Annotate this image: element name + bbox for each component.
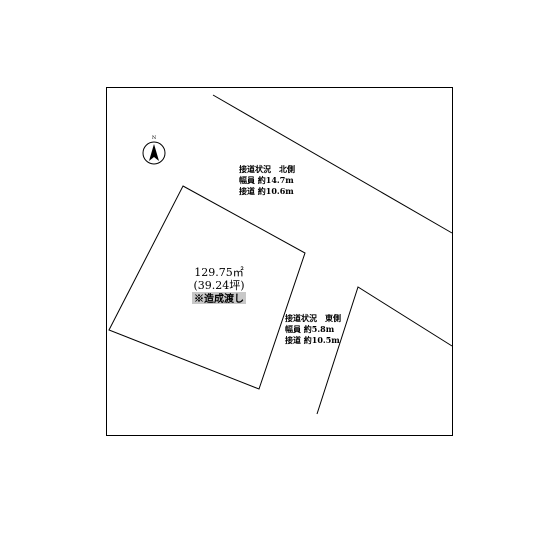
map-frame [106, 87, 453, 436]
east-road-title: 接道状況 東側 [285, 313, 341, 323]
lot-note-highlight [192, 292, 246, 304]
north-road-info: 接道状況 北側 幅員 約14.7m 接道 約10.6m [239, 164, 295, 196]
east-road-width: 幅員 約5.8m [285, 324, 335, 334]
lot-outline [108, 185, 306, 390]
lot-area-tsubo: (39.24坪) [193, 279, 244, 292]
north-road-width: 幅員 約14.7m [239, 175, 294, 185]
north-road-frontage: 接道 約10.6m [239, 186, 294, 196]
east-road-frontage: 接道 約10.5m [285, 335, 340, 345]
lot-note: ※造成渡し [194, 292, 244, 305]
lot-area-sqm: 129.75㎡ [194, 266, 244, 279]
north-road-boundary [212, 94, 453, 234]
north-road-title: 接道状況 北側 [239, 164, 295, 174]
lot-info: 129.75㎡ (39.24坪) ※造成渡し [192, 266, 246, 305]
east-road-boundary [316, 286, 453, 415]
east-road-info: 接道状況 東側 幅員 約5.8m 接道 約10.5m [285, 313, 341, 345]
compass-letter: N [152, 135, 157, 141]
north-arrow-icon: N [142, 135, 166, 165]
